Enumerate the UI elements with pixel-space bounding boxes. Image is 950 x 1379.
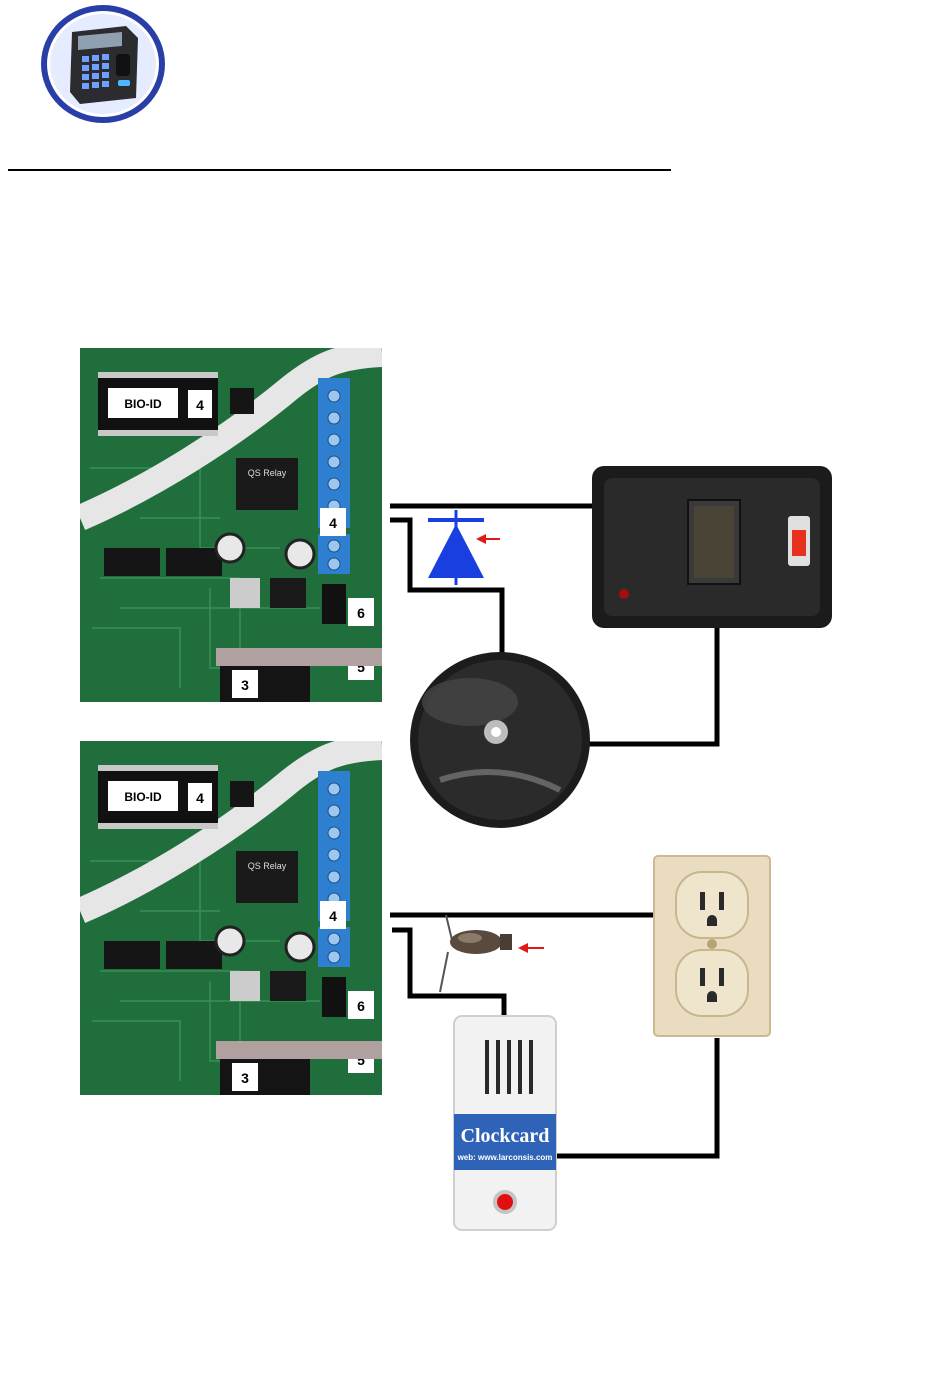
bell-icon	[410, 652, 590, 828]
red-arrow-icon	[518, 943, 544, 953]
varistor-icon	[440, 915, 512, 992]
buzzer-brand: Clockcard	[461, 1125, 550, 1147]
wall-outlet-icon	[654, 856, 770, 1036]
diode-icon	[428, 510, 484, 585]
power-adapter-icon	[592, 466, 832, 628]
buzzer-web: web: www.larconsis.com	[457, 1153, 553, 1162]
buzzer-icon: Clockcard web: www.larconsis.com	[454, 1016, 556, 1230]
red-arrow-icon	[476, 534, 500, 544]
